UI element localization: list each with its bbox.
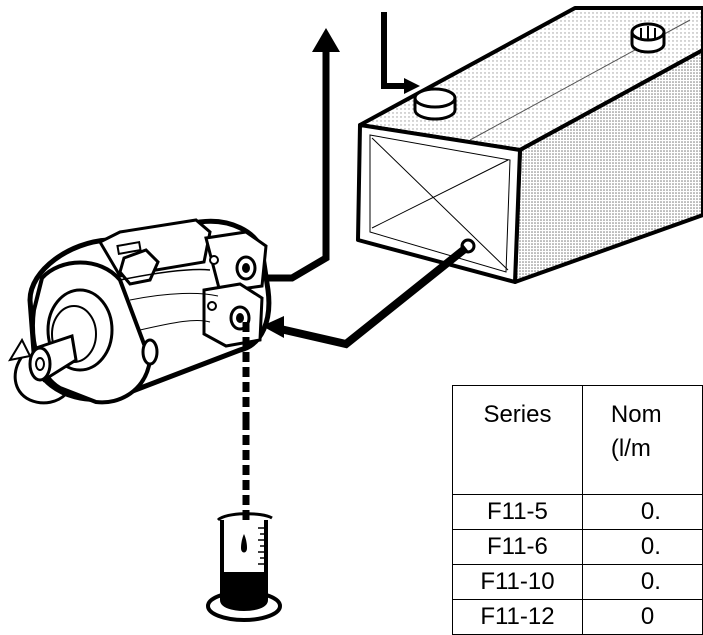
filler-cap-icon xyxy=(413,87,457,121)
reservoir-tank xyxy=(356,6,703,284)
rotation-arrow-icon xyxy=(7,337,68,405)
measuring-cylinder-icon xyxy=(206,512,282,622)
cell-value: 0. xyxy=(581,564,703,600)
suction-line xyxy=(262,244,469,349)
drain-flow-table: Series Nom (l/m F11-5 0. F11-6 0. F11-10… xyxy=(452,385,703,635)
breather-cap-icon xyxy=(630,22,666,54)
cell-series: F11-5 xyxy=(452,494,583,530)
cell-series: F11-6 xyxy=(452,529,583,565)
return-arrow xyxy=(381,12,420,94)
table-row: F11-12 0 xyxy=(452,599,703,635)
table-row: F11-5 0. xyxy=(452,494,703,530)
cell-series: F11-10 xyxy=(452,564,583,600)
table-header-row: Series Nom (l/m xyxy=(452,385,703,495)
pressure-outlet-arrow xyxy=(264,28,340,282)
col-header-series: Series xyxy=(452,385,583,495)
cell-value: 0. xyxy=(581,494,703,530)
cell-value: 0 xyxy=(581,599,703,635)
cell-series: F11-12 xyxy=(452,599,583,635)
table-row: F11-6 0. xyxy=(452,529,703,565)
cell-value: 0. xyxy=(581,529,703,565)
col-header-nominal: Nom (l/m xyxy=(581,385,703,495)
table-row: F11-10 0. xyxy=(452,564,703,600)
pump-icon xyxy=(27,218,272,405)
